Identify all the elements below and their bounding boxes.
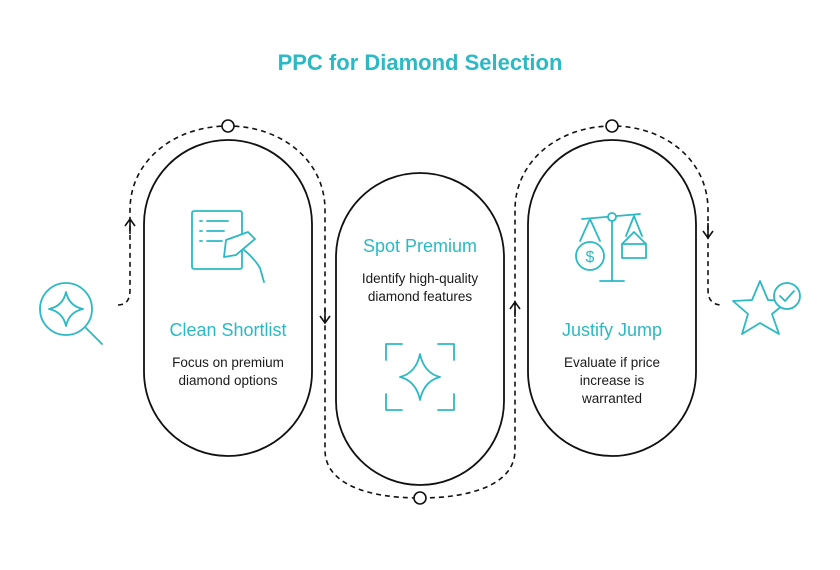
checklist-pen-icon <box>191 210 265 283</box>
sparkle-focus-icon <box>385 343 455 411</box>
step-card-2 <box>335 172 505 486</box>
step-1-description: Focus on premium diamond options <box>172 355 284 388</box>
magnifier-sparkle-icon <box>39 282 103 345</box>
step-2-description: Identify high-quality diamond features <box>361 271 479 304</box>
step-1-title: Clean Shortlist <box>169 320 287 340</box>
node-circle-bottom-mid <box>413 491 427 505</box>
balance-scale-icon: $ <box>575 212 647 282</box>
step-card-1 <box>143 139 313 457</box>
page-title: PPC for Diamond Selection <box>277 50 563 75</box>
step-3-description: Evaluate if price increase is warranted <box>563 355 661 406</box>
node-circle-top-right <box>605 119 619 133</box>
step-3-title: Justify Jump <box>561 320 663 340</box>
dashed-flow-path <box>117 125 723 499</box>
svg-text:$: $ <box>586 249 595 266</box>
node-circle-top-left <box>221 119 235 133</box>
star-check-icon <box>732 280 801 335</box>
step-card-3 <box>527 139 697 457</box>
step-2-title: Spot Premium <box>362 236 478 256</box>
